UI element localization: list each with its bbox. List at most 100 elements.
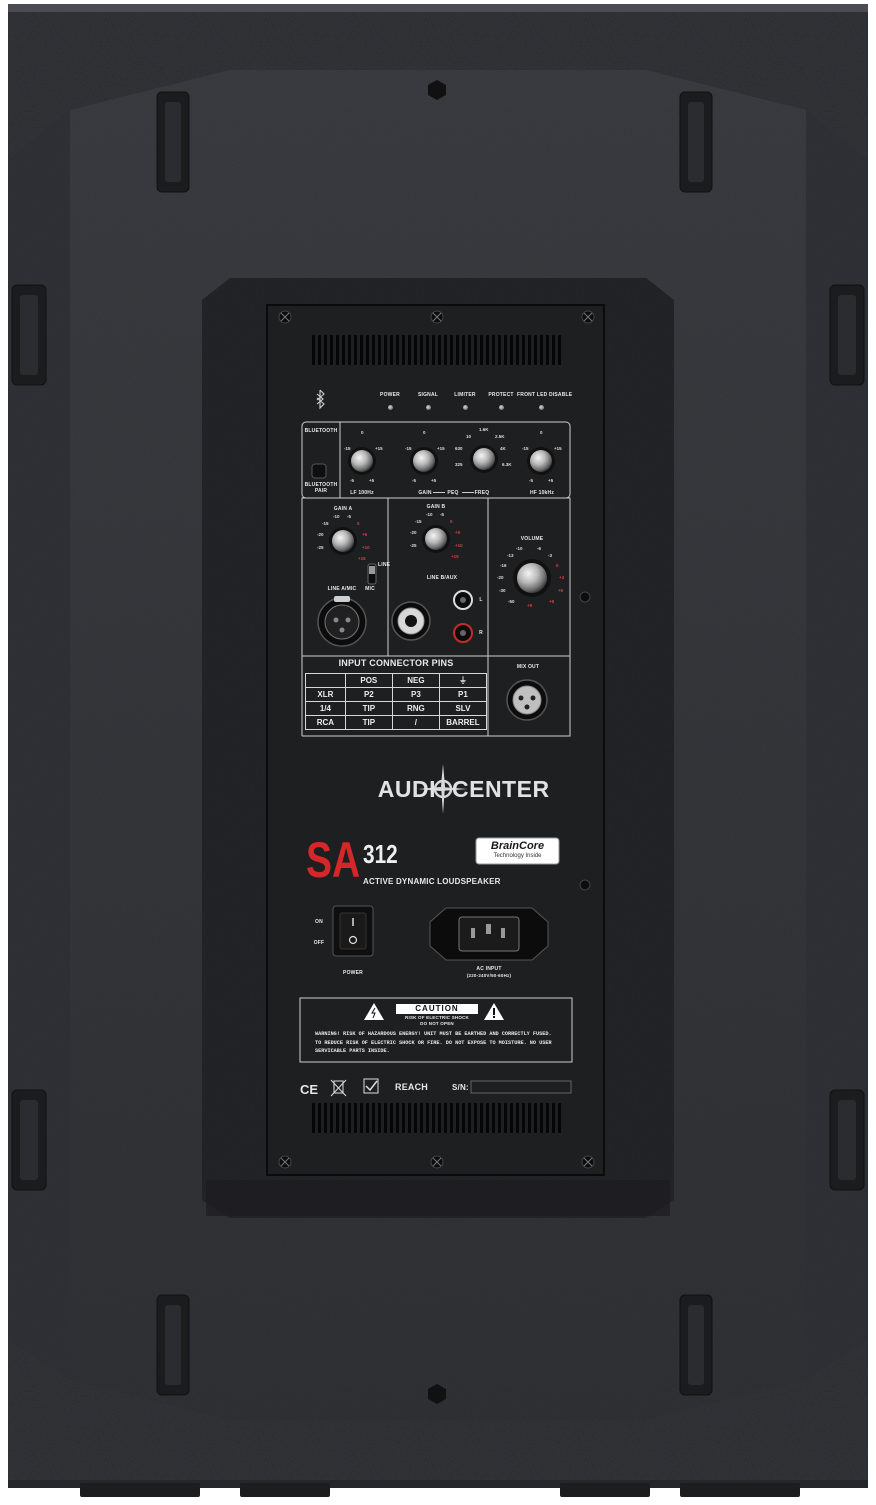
- volume-tick: 0: [556, 563, 559, 568]
- gain-tick: 0: [423, 430, 426, 435]
- ac-input-spec: (220-240V/50-60Hz): [466, 973, 512, 978]
- table-cell: TIP: [344, 715, 393, 730]
- weee-bin-icon: [330, 1079, 347, 1097]
- line-a-mic-label: LINE A/MIC: [327, 586, 357, 592]
- table-header-cell: [305, 673, 346, 688]
- pins-table-title: INPUT CONNECTOR PINS: [338, 658, 454, 668]
- peq-freq-knob[interactable]: [473, 448, 495, 470]
- power-led: [388, 405, 393, 410]
- hex-bolt-bottom: [428, 1384, 446, 1404]
- bluetooth-label: BLUETOOTH: [304, 428, 338, 434]
- top-vent-grille: [310, 335, 562, 365]
- gain-b-tick: -10: [426, 512, 433, 517]
- volume-tick: -3: [548, 553, 553, 558]
- line-b-aux-label: LINE B/AUX: [426, 575, 458, 581]
- lf-tick: 0: [361, 430, 364, 435]
- lf-tick: -15: [344, 446, 351, 451]
- mix-out-label: MIX OUT: [516, 664, 540, 670]
- electric-warning-icon: [364, 1003, 384, 1020]
- table-row: XLR P2 P3 P1: [305, 687, 488, 702]
- table-row: RCA TIP / BARREL: [305, 715, 488, 730]
- caution-body: WARNING! RISK OF HAZARDOUS ENERGY! UNIT …: [315, 1031, 552, 1054]
- gain-b-tick: -15: [415, 519, 422, 524]
- indicator-label-signal: SIGNAL: [417, 392, 439, 398]
- volume-tick: -20: [497, 575, 504, 580]
- logo-text-right: CENTER: [452, 776, 550, 802]
- table-cell: RCA: [305, 715, 346, 730]
- ce-mark: CE: [300, 1082, 318, 1097]
- peq-gain-knob[interactable]: [413, 450, 435, 472]
- volume-tick: -16: [500, 563, 507, 568]
- peq-label: PEQ: [447, 490, 459, 496]
- caution-subtitle-2: DO NOT OPEN: [420, 1021, 454, 1026]
- gain-a-knob[interactable]: [332, 530, 354, 552]
- table-cell: P3: [391, 687, 440, 702]
- gain-b-tick: 0: [450, 519, 453, 524]
- indicator-label-protect: PROTECT: [488, 392, 514, 398]
- freq-tick: 630: [455, 446, 463, 451]
- power-on-label: ON: [315, 919, 323, 925]
- table-row: POS NEG ⏚: [305, 673, 488, 688]
- reach-mark: REACH: [395, 1082, 429, 1092]
- volume-tick: +3: [559, 575, 565, 580]
- volume-tick: +9: [527, 603, 533, 608]
- table-cell: SLV: [438, 701, 488, 716]
- hex-bolt-top: [428, 80, 446, 100]
- table-cell: RNG: [391, 701, 440, 716]
- gain-a-tick: 0: [357, 521, 360, 526]
- product-type: ACTIVE DYNAMIC LOUDSPEAKER: [363, 877, 501, 886]
- freq-tick: 10: [466, 434, 472, 439]
- lf-knob[interactable]: [351, 450, 373, 472]
- volume-knob[interactable]: [517, 563, 547, 593]
- peq-gain-label: GAIN: [418, 490, 432, 496]
- lf-tick: -5: [350, 478, 355, 483]
- volume-label: VOLUME: [520, 536, 544, 542]
- signal-led: [426, 405, 431, 410]
- hf-tick: +5: [548, 478, 554, 483]
- power-label: POWER: [343, 970, 363, 976]
- gain-b-tick: -5: [440, 512, 445, 517]
- table-header-cell: NEG: [391, 673, 440, 688]
- bluetooth-pair-label-1: BLUETOOTH: [304, 482, 338, 488]
- bluetooth-pair-button[interactable]: [311, 463, 327, 479]
- gain-b-label: GAIN B: [426, 504, 446, 510]
- table-cell: XLR: [305, 687, 346, 702]
- logo-text-left: AUDI: [377, 776, 436, 802]
- bluetooth-pair-label-2: PAIR: [314, 488, 328, 494]
- bluetooth-icon: [316, 389, 325, 410]
- hf-tick: -5: [529, 478, 534, 483]
- table-cell: P1: [438, 687, 488, 702]
- volume-tick: +6: [558, 588, 564, 593]
- gain-a-tick: -25: [317, 545, 324, 550]
- hf-tick: -15: [522, 446, 529, 451]
- freq-tick: 325: [455, 462, 463, 467]
- rca-left-label: L: [479, 597, 483, 603]
- table-cell: BARREL: [438, 715, 488, 730]
- gain-b-tick: +5: [455, 530, 461, 535]
- switch-line-label: LINE: [378, 562, 391, 568]
- gain-b-knob[interactable]: [425, 528, 447, 550]
- gain-tick: +5: [431, 478, 437, 483]
- gain-a-tick: -15: [322, 521, 329, 526]
- volume-tick: -13: [507, 553, 514, 558]
- caution-title: CAUTION: [415, 1004, 459, 1013]
- gain-b-tick: +10: [455, 543, 463, 548]
- freq-tick: 6.3K: [502, 462, 512, 467]
- hf-knob[interactable]: [530, 450, 552, 472]
- rca-right-label: R: [479, 630, 483, 636]
- table-header-cell: POS: [344, 673, 393, 688]
- table-cell: TIP: [344, 701, 393, 716]
- gain-b-tick: -25: [410, 543, 417, 548]
- lf-tick: +15: [375, 446, 383, 451]
- model-prefix: SA: [306, 832, 361, 888]
- hf-tick: +15: [554, 446, 562, 451]
- gain-a-tick: +15: [358, 556, 366, 561]
- power-off-label: OFF: [313, 940, 325, 946]
- peq-line-left: [433, 492, 445, 493]
- table-cell: 1/4: [305, 701, 346, 716]
- gain-a-tick: +5: [362, 532, 368, 537]
- table-header-cell: ⏚: [438, 673, 488, 688]
- lf-label: LF 100Hz: [350, 490, 374, 496]
- freq-tick: 4K: [500, 446, 506, 451]
